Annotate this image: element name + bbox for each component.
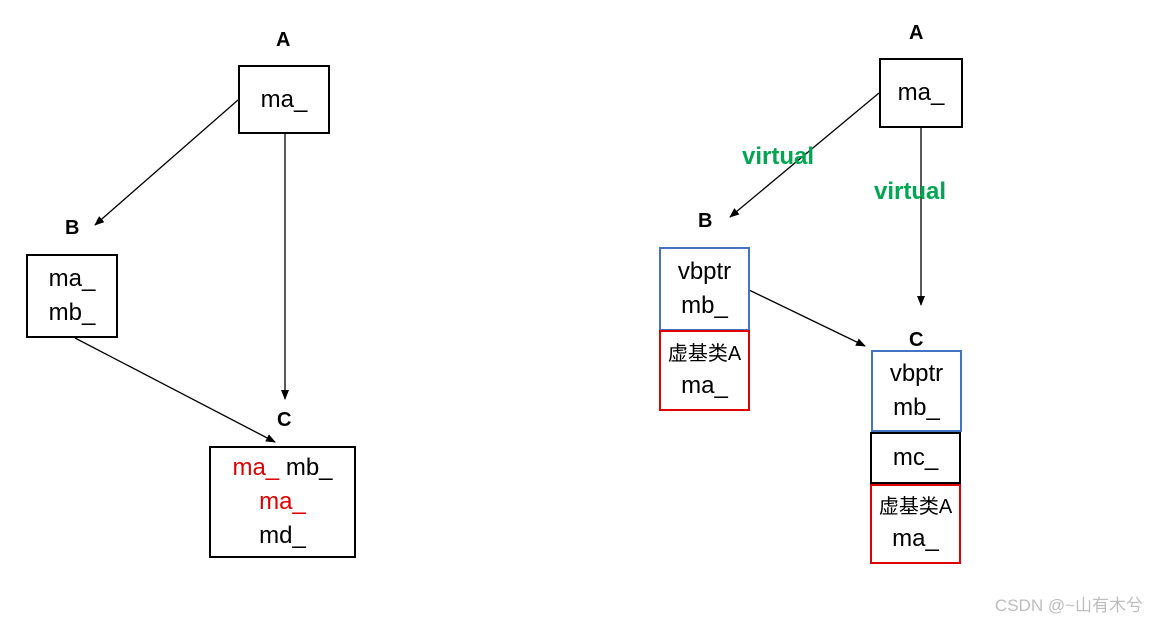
virtual-label-a-to-c: virtual [874, 178, 947, 205]
virtual-label-a-to-b: virtual [742, 143, 815, 170]
right-box-c-vbptr: vbptr [889, 360, 944, 387]
left-box-c-md: md_ [259, 522, 306, 549]
right-label-b: B [698, 210, 713, 232]
right-label-a: A [909, 22, 924, 44]
left-box-a-field: ma_ [260, 85, 308, 113]
left-box-b-field-2: mb_ [48, 299, 96, 326]
arrow-left-b-to-c [74, 337, 276, 443]
right-box-c-ma: ma_ [892, 525, 939, 552]
arrow-right-b-to-c [748, 289, 866, 347]
left-box-c-inherited-ma-a: ma_ [232, 454, 280, 481]
arrow-right-a-to-b [729, 92, 880, 218]
right-box-c-virtual-base: 虚基类A ma_ [870, 484, 961, 564]
right-box-b-mb: mb_ [681, 292, 728, 319]
right-box-c-mc-field: mc_ [892, 444, 939, 471]
left-box-b: ma_ mb_ [26, 254, 118, 338]
right-box-b-own: vbptr mb_ [659, 247, 750, 331]
left-box-a: ma_ [238, 65, 330, 134]
left-label-a: A [276, 29, 291, 51]
right-box-c-mb: mb_ [893, 394, 940, 421]
left-box-b-field-1: ma_ [48, 265, 96, 292]
right-label-c: C [909, 329, 924, 351]
watermark: CSDN @~山有木兮 [994, 596, 1143, 615]
right-box-a: ma_ [879, 58, 963, 128]
left-box-c-mb: mb_ [285, 454, 333, 481]
right-box-b-ma: ma_ [681, 371, 728, 399]
right-box-c-virtual-base-label: 虚基类A [878, 496, 953, 518]
right-box-a-field: ma_ [897, 79, 945, 106]
left-label-c: C [277, 409, 292, 431]
arrow-left-a-to-b [94, 99, 239, 226]
right-box-b-virtual-base-label: 虚基类A [667, 342, 742, 365]
right-box-c-own: vbptr mb_ [871, 350, 962, 432]
left-box-c-inherited-ma-b: ma_ [259, 488, 306, 515]
right-box-b-vbptr: vbptr [677, 258, 732, 285]
right-box-b-virtual-base: 虚基类A ma_ [659, 330, 750, 411]
left-box-c-row-1: ma_ mb_ [232, 451, 332, 485]
left-label-b: B [65, 217, 80, 239]
left-box-c: ma_ mb_ ma_ md_ [209, 446, 356, 558]
right-box-c-mc: mc_ [870, 432, 961, 484]
